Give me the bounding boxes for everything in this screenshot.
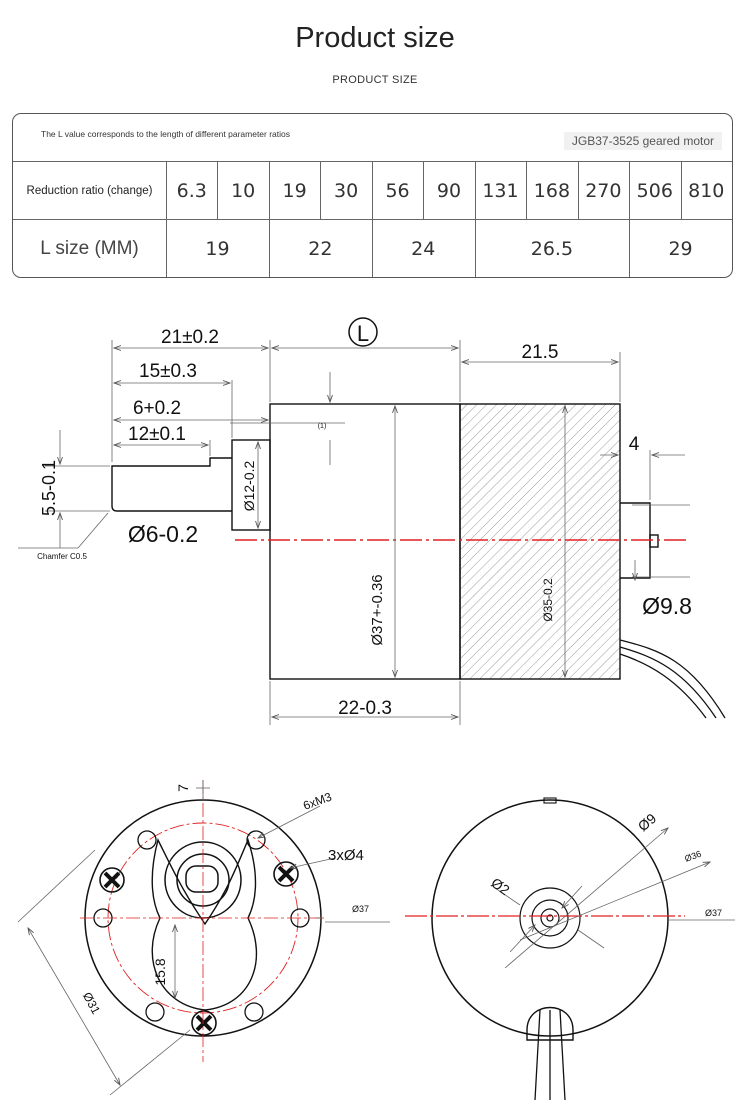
front-dimensions	[17, 780, 390, 1096]
ratio-cell: 506	[636, 179, 673, 202]
ratio-cell: 168	[533, 179, 571, 202]
table-divider	[217, 161, 219, 219]
rear-outer-circle	[431, 799, 669, 1037]
wire	[619, 653, 707, 719]
dim-boss-dia: Ø12-0.2	[241, 460, 257, 511]
ratio-cell: 131	[482, 179, 519, 202]
ratio-table: The L value corresponds to the length of…	[12, 113, 733, 278]
dim-9-rear: Ø9	[635, 810, 660, 834]
dim-2-rear: Ø2	[488, 874, 513, 898]
dim-end: 4	[629, 434, 640, 455]
dim-end-dia: Ø9.8	[642, 593, 692, 619]
table-note: The L value corresponds to the length of…	[41, 129, 291, 139]
dim-15: 15±0.3	[139, 361, 197, 382]
table-divider	[320, 161, 322, 219]
wire	[619, 646, 717, 719]
l-size-cell: 24	[411, 237, 436, 260]
rear-dimensions	[494, 828, 735, 969]
dim-36-rear: Ø36	[683, 849, 702, 864]
rear-bushing-inner	[540, 908, 560, 928]
ratio-cell: 810	[688, 179, 725, 202]
dim-21: 21±0.2	[161, 327, 219, 348]
ratio-cell: 90	[436, 179, 462, 202]
table-divider	[423, 161, 425, 219]
model-name: JGB37-3525 geared motor	[563, 132, 722, 150]
dim-37-front: Ø37	[352, 904, 369, 914]
dim-shaft-dia: Ø6-0.2	[128, 521, 198, 547]
ratio-cell: 30	[333, 179, 359, 202]
table-divider	[474, 161, 476, 219]
table-divider	[629, 219, 631, 277]
rear-bushing-outer	[519, 887, 581, 949]
l-row-label: L size (MM)	[40, 237, 139, 259]
rear-view	[431, 797, 669, 1101]
l-marker-circle	[348, 317, 378, 347]
page-title: Product size	[295, 22, 455, 54]
end-cap-tip	[649, 534, 659, 548]
ratio-row-label: Reduction ratio (change)	[26, 184, 153, 197]
l-size-cell: 26.5	[530, 237, 574, 260]
l-size-cell: 19	[205, 237, 230, 260]
chamfer-label: Chamfer C0.5	[37, 552, 87, 561]
dim-7: 7	[175, 784, 191, 792]
ratio-cell: 56	[385, 179, 410, 202]
wire	[619, 639, 726, 719]
dim-motor-len: 21.5	[522, 342, 559, 363]
rear-bushing-mid	[531, 899, 569, 937]
dim-37-rear: Ø37	[705, 908, 722, 918]
dim-motor-dia: Ø35-0.2	[541, 578, 555, 622]
side-view	[111, 403, 726, 719]
gearbox-body	[269, 403, 461, 680]
table-divider	[371, 219, 373, 277]
ratio-cell: 19	[282, 179, 307, 202]
l-size-cell: 29	[668, 237, 693, 260]
rear-wires	[534, 1009, 566, 1101]
output-shaft	[111, 457, 232, 512]
dim-12: 12±0.1	[128, 424, 186, 445]
dim-gear-len: 22-0.3	[338, 698, 392, 719]
ratio-cell: 270	[585, 179, 622, 202]
ratio-cell: 6.3	[176, 179, 207, 202]
rear-shaft	[546, 914, 554, 922]
rear-notch	[543, 797, 557, 804]
table-divider	[526, 161, 528, 219]
table-divider	[680, 161, 682, 219]
l-size-cell: 22	[308, 237, 333, 260]
side-dimensions	[18, 340, 690, 725]
shaft-boss	[231, 439, 271, 531]
wire-grommet	[526, 1006, 574, 1041]
dim-gear-dia: Ø37+-0.36	[369, 574, 386, 645]
table-divider	[268, 161, 270, 219]
dim-55: 5.5-0.1	[39, 460, 59, 516]
dim-31: Ø31	[80, 990, 103, 1017]
ratio-cell: 10	[231, 179, 256, 202]
small-mark: (1)	[318, 423, 327, 430]
screw-heads	[99, 861, 299, 1036]
table-divider	[577, 161, 579, 219]
motor-body	[459, 403, 621, 680]
table-divider	[474, 219, 476, 277]
table-divider	[268, 219, 270, 277]
page-subtitle: PRODUCT SIZE	[332, 74, 418, 86]
dim-m3: 6xM3	[301, 790, 334, 813]
dim-holes: 3xØ4	[328, 847, 364, 864]
table-divider	[166, 161, 167, 277]
dim-6: 6+0.2	[133, 398, 181, 419]
dim-158: 15.8	[152, 958, 168, 985]
table-divider	[629, 161, 631, 219]
table-divider	[371, 161, 373, 219]
l-marker: L	[357, 321, 369, 346]
front-shaft	[185, 865, 219, 893]
mount-holes	[93, 830, 310, 1022]
